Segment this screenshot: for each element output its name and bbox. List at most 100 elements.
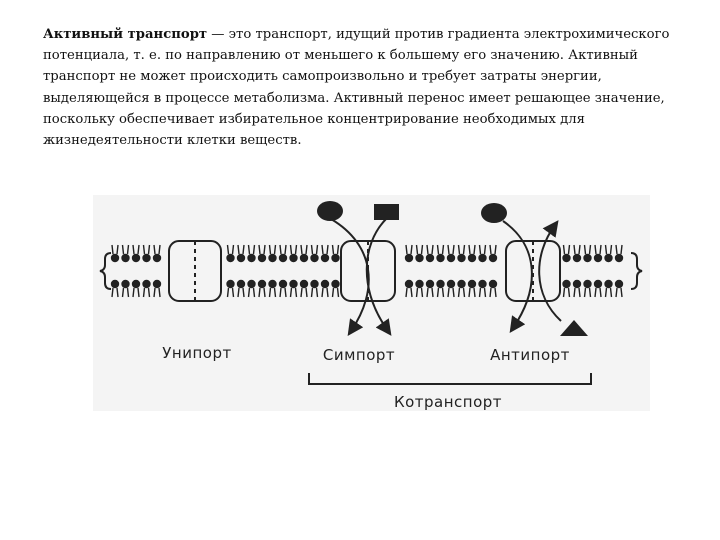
lipid-head [142, 280, 150, 288]
lipid-tail [333, 288, 339, 297]
label-symport: Симпорт [323, 346, 395, 364]
lipid-tail [585, 245, 591, 254]
lipid-tail [238, 245, 244, 254]
lipid-tail [469, 288, 475, 297]
label-cotransport: Котранспорт [394, 393, 502, 411]
lipid-head [226, 254, 234, 262]
transport-diagram: Унипорт Симпорт Антипорт Котранспорт [93, 195, 650, 411]
lipid-head [289, 254, 297, 262]
description-paragraph: Активный транспорт — это транспорт, идущ… [43, 24, 683, 151]
lipid-tail [595, 245, 601, 254]
lipid-tail [291, 245, 297, 254]
lipid-tail [301, 245, 307, 254]
lipid-head [415, 280, 423, 288]
lipid-tail [123, 245, 129, 254]
lipid-tail [312, 245, 318, 254]
description-text: — это транспорт, идущий против градиента… [43, 27, 669, 148]
antiport-molecule-circle [481, 203, 507, 223]
lipid-head [268, 254, 276, 262]
lipid-tail [616, 288, 622, 297]
symport-channel [331, 219, 395, 331]
lipid-head [594, 254, 602, 262]
lipid-head [405, 254, 413, 262]
uniport-channel [169, 241, 221, 301]
lipid-head [583, 254, 591, 262]
symport-molecule-circle [317, 201, 343, 221]
lipid-head [310, 280, 318, 288]
lipid-head [321, 280, 329, 288]
lipid-tail [322, 245, 328, 254]
lipid-head [615, 280, 623, 288]
lipid-tail [259, 288, 265, 297]
lipid-head [121, 254, 129, 262]
lipid-tail [417, 245, 423, 254]
lipid-tail [259, 245, 265, 254]
lipid-head [468, 280, 476, 288]
lipid-tail [564, 288, 570, 297]
lipid-tail [606, 288, 612, 297]
lipid-head [121, 280, 129, 288]
lipid-head [489, 280, 497, 288]
cotransport-bracket [309, 373, 591, 384]
lipid-tail [301, 288, 307, 297]
lipid-head [478, 280, 486, 288]
lipid-head [142, 254, 150, 262]
lipid-head [415, 254, 423, 262]
lipid-head [436, 280, 444, 288]
lipid-tail [249, 245, 255, 254]
lipid-tail [112, 245, 118, 254]
lipid-tail [228, 245, 234, 254]
lipid-head [594, 280, 602, 288]
lipid-head [331, 254, 339, 262]
lipid-tail [448, 288, 454, 297]
lipid-tail [469, 245, 475, 254]
lipid-head [237, 280, 245, 288]
lipid-head [478, 254, 486, 262]
lipid-tail [133, 288, 139, 297]
lipid-tail [144, 245, 150, 254]
lipid-tail [133, 245, 139, 254]
lipid-head [237, 254, 245, 262]
lipid-head [468, 254, 476, 262]
lipid-head [604, 254, 612, 262]
lipid-head [321, 254, 329, 262]
lipid-head [562, 254, 570, 262]
lipid-head [247, 280, 255, 288]
lipid-head [331, 280, 339, 288]
lipid-tail [427, 288, 433, 297]
lipid-head [268, 280, 276, 288]
lipid-tail [438, 245, 444, 254]
lipid-head [279, 280, 287, 288]
lipid-head [247, 254, 255, 262]
lipid-tail [228, 288, 234, 297]
lipid-head [300, 280, 308, 288]
lipid-tail [291, 288, 297, 297]
lipid-tail [606, 245, 612, 254]
lipid-tail [238, 288, 244, 297]
lipid-head [132, 280, 140, 288]
lipid-head [489, 254, 497, 262]
lipid-head [226, 280, 234, 288]
lipid-tail [480, 245, 486, 254]
lipid-tail [448, 245, 454, 254]
lipid-tail [574, 288, 580, 297]
lipid-tail [585, 288, 591, 297]
lipid-tail [595, 288, 601, 297]
lipid-head [153, 254, 161, 262]
lipid-head [258, 254, 266, 262]
lipid-tail [322, 288, 328, 297]
lipid-head [289, 280, 297, 288]
lipid-tail [427, 245, 433, 254]
lipid-tail [459, 245, 465, 254]
lipid-tail [312, 288, 318, 297]
term-active-transport: Активный транспорт [43, 27, 207, 42]
lipid-head [426, 280, 434, 288]
lipid-head [258, 280, 266, 288]
lipid-head [583, 280, 591, 288]
lipid-head [436, 254, 444, 262]
lipid-tail [123, 288, 129, 297]
lipid-tail [417, 288, 423, 297]
antiport-molecule-triangle [560, 320, 588, 336]
lipid-head [447, 254, 455, 262]
lipid-tail [270, 245, 276, 254]
